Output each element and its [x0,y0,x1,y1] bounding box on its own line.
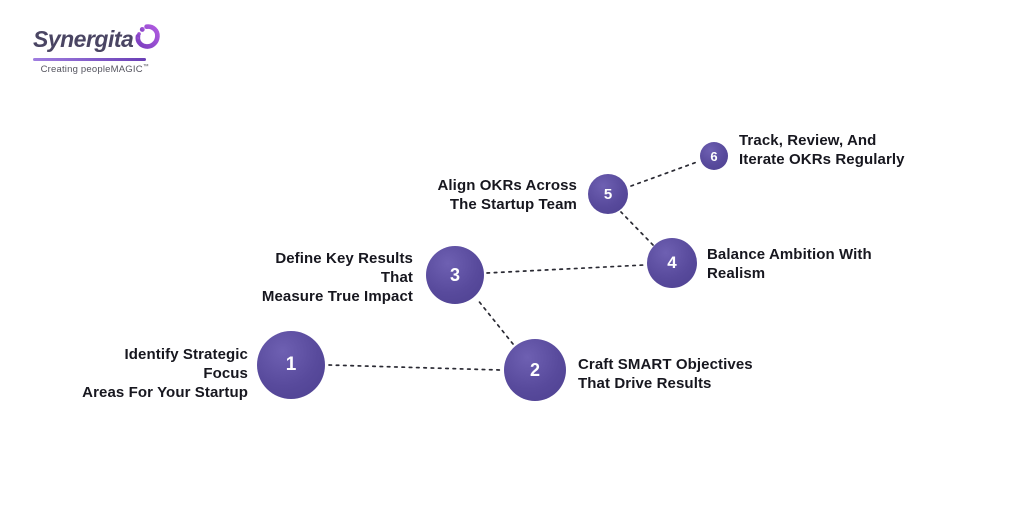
step-label-4-line2: Realism [707,265,766,282]
step-label-1-line1: Identify Strategic Focus [124,346,248,382]
trademark-symbol: ™ [142,63,149,70]
step-number-4: 4 [667,253,677,272]
step-label-5-line2: The Startup Team [449,196,577,213]
step-label-2: Craft SMART Objectives That Drive Result… [578,355,768,393]
step-number-2: 2 [529,359,540,380]
step-label-3-line1: Define Key Results That [275,250,413,286]
brand-logo: Synergita Creating peopleMAGIC™ [33,24,161,75]
step-label-5: Align OKRs Across The Startup Team [437,176,577,214]
step-circle-1: 1 [257,331,325,399]
brand-name: Synergita [33,26,134,52]
step-circle-4: 4 [647,238,697,288]
step-circle-2: 2 [504,339,566,401]
step-number-5: 5 [603,185,613,203]
connector-4-5 [620,211,654,246]
step-label-2-line1: Craft SMART Objectives [578,356,753,373]
step-label-1-line2: Areas For Your Startup [82,384,248,401]
step-number-1: 1 [285,354,297,375]
connector-1-2 [328,364,501,371]
step-label-6-line1: Track, Review, And [739,132,877,149]
swirl-flame-icon [134,22,161,57]
step-circle-5: 5 [588,174,628,214]
step-label-5-line1: Align OKRs Across [437,177,577,194]
brand-tagline: Creating peopleMAGIC™ [33,64,149,75]
step-circle-6: 6 [700,142,728,170]
connector-3-4 [486,264,645,274]
step-number-6: 6 [710,148,718,164]
logo-row: Synergita [33,24,161,57]
step-number-3: 3 [449,264,460,285]
step-label-3-line2: Measure True Impact [261,288,413,305]
step-label-2-line2: That Drive Results [578,375,712,392]
step-circle-3: 3 [426,246,484,304]
step-label-6: Track, Review, And Iterate OKRs Regularl… [739,131,934,169]
connector-2-3 [476,298,514,345]
step-label-4: Balance Ambition With Realism [707,245,897,283]
step-label-1: Identify Strategic Focus Areas For Your … [78,345,248,402]
step-label-3: Define Key Results That Measure True Imp… [243,249,413,306]
step-label-6-line2: Iterate OKRs Regularly [739,151,905,168]
step-label-4-line1: Balance Ambition With [707,246,872,263]
tagline-text: Creating peopleMAGIC [40,63,143,75]
connector-5-6 [630,161,698,187]
logo-underline [33,58,146,61]
